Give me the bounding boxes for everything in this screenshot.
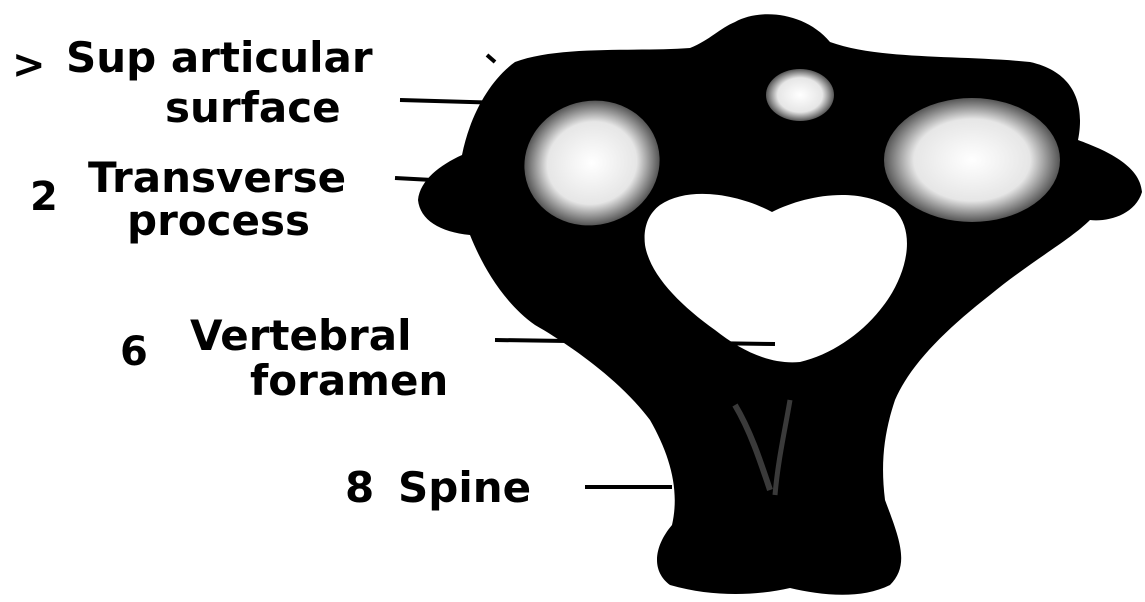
label-sup-articular-line1: Sup articular (66, 33, 373, 82)
label-vertebral-line1: Vertebral (190, 311, 411, 360)
label-spine-line1: Spine (398, 463, 531, 512)
label-transverse-line1: Transverse (88, 153, 346, 202)
label-transverse-line2: process (127, 196, 310, 245)
label-vertebral-foramen: 6 Vertebral foramen (120, 311, 448, 405)
label-vertebral-line2: foramen (250, 356, 448, 405)
tick-mark (487, 55, 495, 62)
label-sup-articular-line2: surface (165, 83, 341, 132)
label-sup-articular-prefix: > (12, 42, 46, 88)
label-sup-articular-surface: > Sup articular surface (12, 33, 373, 132)
label-transverse-prefix: 2 (30, 174, 58, 220)
label-spine-prefix: 8 (345, 463, 374, 512)
label-vertebral-prefix: 6 (120, 329, 148, 375)
right-articular-surface (884, 98, 1060, 222)
top-facet (766, 69, 834, 121)
label-spine: 8 Spine (345, 463, 531, 512)
label-transverse-process: 2 Transverse process (30, 153, 346, 245)
